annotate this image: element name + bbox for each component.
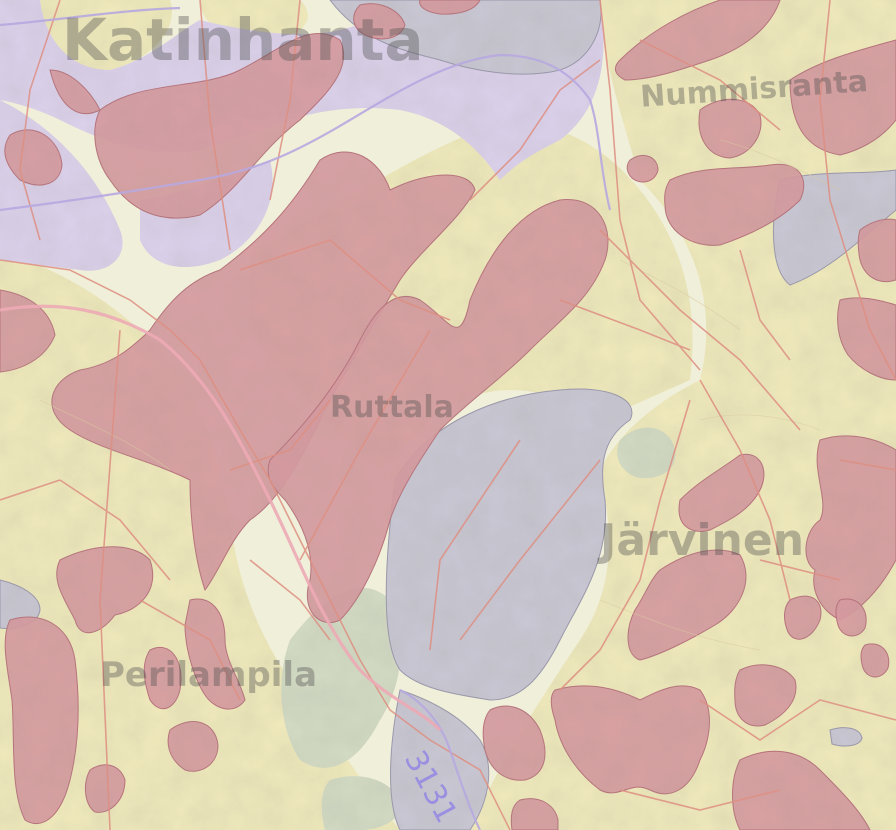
road-main [0,304,442,732]
peat-areas [281,427,676,830]
road-lines [0,6,612,830]
contour-lines [39,139,841,651]
